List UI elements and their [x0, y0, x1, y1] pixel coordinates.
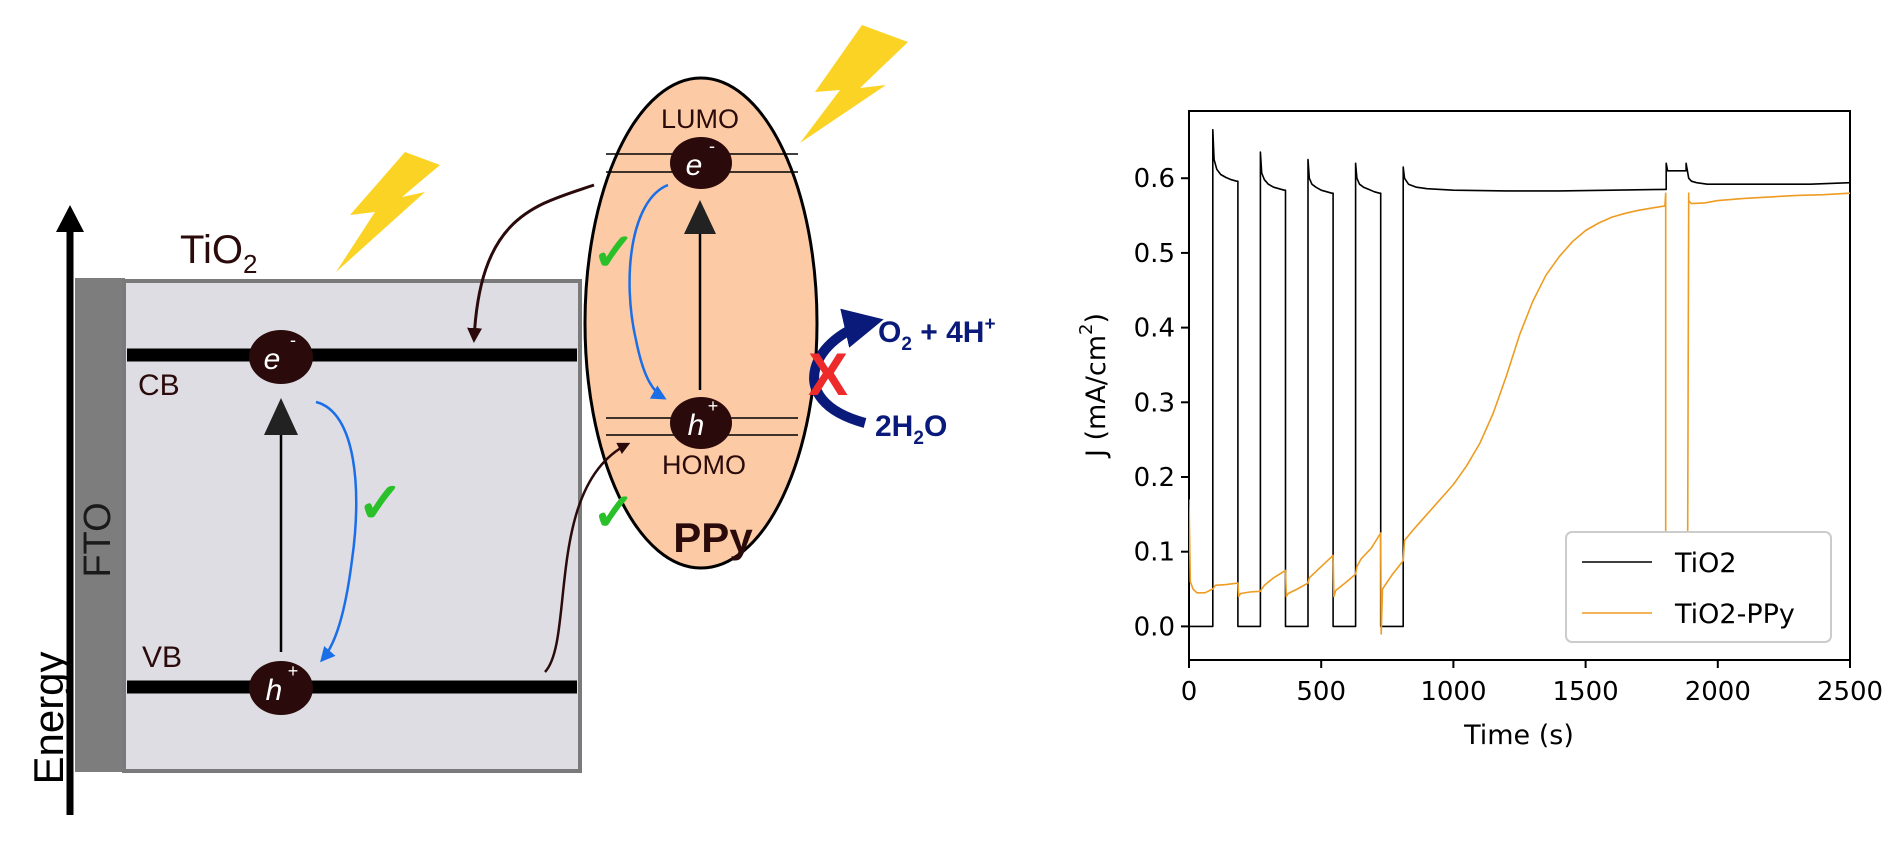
legend: TiO2 TiO2-PPy: [1565, 531, 1832, 643]
svg-text:e: e: [264, 343, 281, 376]
legend-box: [1565, 531, 1832, 643]
x-axis: 0 500 1000 1500 2000 2500: [1181, 660, 1883, 707]
lightning-icon: [336, 152, 440, 272]
y-tick-label: 0.2: [1134, 463, 1175, 493]
homo-label: HOMO: [662, 450, 746, 480]
water-reactant: 2H2O: [875, 410, 947, 449]
ppy-hole: h +: [670, 396, 732, 449]
x-tick-label: 0: [1181, 677, 1198, 707]
x-tick-label: 500: [1296, 677, 1346, 707]
y-tick-label: 0.3: [1134, 388, 1175, 418]
svg-text:+: +: [708, 396, 719, 416]
svg-text:+: +: [288, 661, 299, 681]
cb-label: CB: [138, 369, 180, 402]
series-line-tio2: [1189, 128, 1850, 628]
lightning-icon: [800, 25, 908, 143]
x-tick-label: 1500: [1553, 677, 1619, 707]
tio2-excitation-arrowhead: [264, 398, 298, 435]
lumo-label: LUMO: [661, 104, 739, 134]
svg-text:h: h: [688, 409, 705, 442]
legend-label-tio2-ppy: TiO2-PPy: [1674, 599, 1795, 630]
vb-label: VB: [142, 641, 182, 674]
blocked-mark: X: [808, 341, 848, 408]
svg-text:h: h: [266, 674, 283, 707]
energy-label: Energy: [25, 651, 72, 784]
electron-transfer-arrow: [467, 183, 595, 343]
ppy-electron: e -: [670, 136, 732, 189]
x-tick-label: 2000: [1685, 677, 1751, 707]
ppy-label: PPy: [673, 514, 753, 561]
x-tick-label: 2500: [1817, 677, 1883, 707]
energy-axis-arrowhead: [56, 205, 84, 232]
fto-layer: [75, 278, 125, 772]
ppy-recombination-arrow: [628, 183, 669, 400]
tio2-check-mark: ✓: [357, 471, 404, 534]
ppy-check-mark: ✓: [592, 224, 636, 282]
y-axis-label: J (mA/cm2): [1076, 313, 1112, 459]
x-tick-label: 1000: [1420, 677, 1486, 707]
transfer-check-mark: ✓: [592, 484, 636, 542]
ppy-excitation-arrowhead: [684, 200, 716, 234]
y-tick-label: 0.1: [1134, 538, 1175, 568]
y-tick-label: 0.4: [1134, 314, 1175, 344]
water-oxidation-arrow: [809, 308, 884, 428]
svg-text:e: e: [686, 149, 703, 182]
tio2-electron: e -: [249, 330, 313, 384]
y-tick-label: 0.0: [1134, 612, 1175, 642]
svg-text:-: -: [709, 136, 715, 156]
band-diagram: Energy FTO TiO2 CB VB ✓ e -: [25, 25, 996, 815]
legend-label-tio2: TiO2: [1674, 548, 1737, 579]
y-tick-label: 0.5: [1134, 239, 1175, 269]
tio2-recombination-arrow: [315, 400, 358, 663]
oxidation-products: O2 + 4H+: [878, 314, 996, 355]
tio2-label: TiO2: [180, 228, 257, 279]
x-axis-label: Time (s): [1463, 720, 1574, 751]
y-tick-label: 0.6: [1134, 164, 1175, 194]
svg-text:-: -: [290, 330, 296, 350]
hole-transfer-arrow: [544, 442, 631, 673]
fto-label: FTO: [77, 502, 119, 577]
photocurrent-chart: 0.0 0.1 0.2 0.3 0.4 0.5 0.6 0 500 1000 1500 2000 25…: [1076, 110, 1883, 751]
tio2-hole: h +: [249, 661, 313, 715]
y-axis: 0.0 0.1 0.2 0.3 0.4 0.5 0.6: [1134, 164, 1189, 642]
